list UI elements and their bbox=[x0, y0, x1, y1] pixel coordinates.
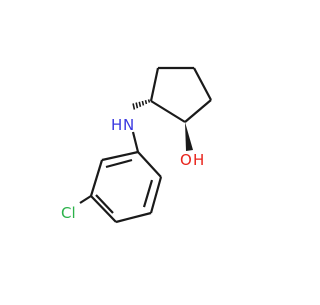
bond-c-cl bbox=[79, 195, 92, 204]
bond-arom-inner-3 bbox=[105, 158, 133, 169]
bond-arom-inner-1 bbox=[142, 179, 154, 208]
bond-arom-3 bbox=[115, 211, 152, 224]
nh-hydrogen-label: H bbox=[111, 116, 122, 134]
bond-ring-c2-c1 bbox=[150, 100, 186, 123]
bond-arom-4 bbox=[90, 195, 117, 223]
bond-ring-c3-c2 bbox=[149, 67, 160, 102]
bond-arom-inner-2 bbox=[95, 194, 114, 214]
hashed-wedge-bond bbox=[132, 99, 151, 110]
nh-nitrogen-label: N bbox=[123, 116, 134, 134]
bond-ring-c5-c4 bbox=[193, 67, 212, 101]
solid-wedge-bond bbox=[185, 122, 193, 151]
bond-ring-c1-c5 bbox=[184, 99, 212, 123]
molecule-drawing: H N O H Cl bbox=[61, 66, 212, 224]
bond-arom-1 bbox=[137, 151, 162, 178]
oh-oxygen-label: O bbox=[180, 151, 192, 169]
bond-n-phenyl bbox=[131, 131, 140, 153]
bond-arom-6 bbox=[101, 150, 139, 162]
bond-arom-5 bbox=[89, 159, 104, 197]
oh-hydrogen-label: H bbox=[193, 151, 204, 169]
structure-canvas: H N O H Cl bbox=[61, 66, 212, 224]
chlorine-label: Cl bbox=[61, 204, 76, 222]
bond-arom-2 bbox=[149, 176, 163, 214]
